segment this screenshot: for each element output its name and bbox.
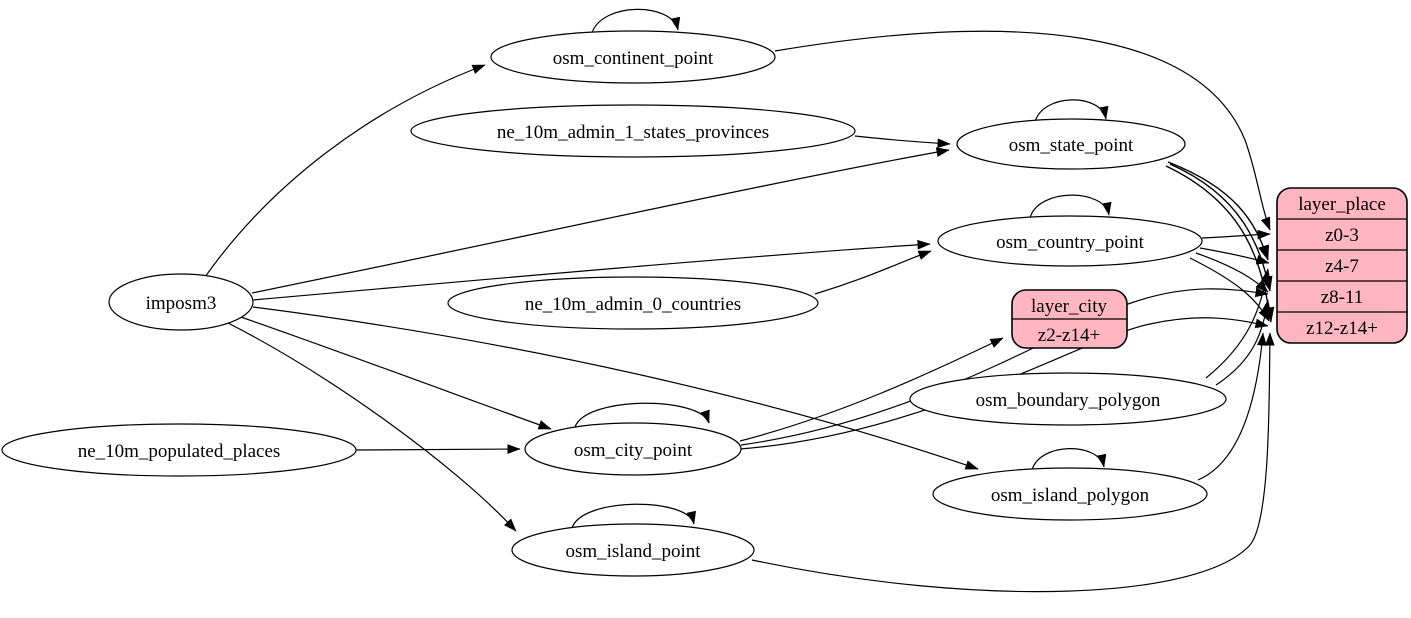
ne_populated-label: ne_10m_populated_places xyxy=(78,441,281,462)
node-imposm3: imposm3 xyxy=(108,273,254,331)
osm_island_point-label: osm_island_point xyxy=(565,541,701,562)
edge-imposm3-osm_island_polygon xyxy=(252,306,979,470)
layer_place-row-z4-7: z4-7 xyxy=(1325,256,1359,277)
selfloop-osm_island_point xyxy=(571,503,696,529)
selfloop-osm_city_point xyxy=(574,402,710,428)
node-ne_10m_admin_0_countries: ne_10m_admin_0_countries xyxy=(447,276,819,330)
osm_city_point-ellipse xyxy=(524,422,742,476)
layer_city-title: layer_city xyxy=(1031,296,1107,317)
selfloop-osm_state_point xyxy=(1034,99,1109,123)
edge-country-layer_place-z0-3 xyxy=(1201,229,1271,240)
osm_island_point-ellipse xyxy=(511,523,755,577)
osm_boundary_polygon-label: osm_boundary_polygon xyxy=(976,390,1161,411)
osm_continent_point-ellipse xyxy=(490,30,776,84)
osm_state_point-label: osm_state_point xyxy=(1009,135,1134,156)
osm_boundary_polygon-ellipse xyxy=(909,372,1227,426)
edge-ne_states-osm_state_point xyxy=(854,135,951,149)
ne_states-ellipse xyxy=(410,104,856,158)
ne_countries-ellipse xyxy=(447,276,819,330)
edge-boundary-layer_place-z4-7 xyxy=(1205,268,1271,379)
node-osm_country_point: osm_country_point xyxy=(937,215,1203,267)
layer_place-title: layer_place xyxy=(1298,194,1386,215)
imposm3-label: imposm3 xyxy=(146,293,217,314)
node-osm_boundary_polygon: osm_boundary_polygon xyxy=(909,372,1227,426)
ne_countries-label: ne_10m_admin_0_countries xyxy=(525,294,741,315)
edge-country-layer_place-z8-11 xyxy=(1195,252,1269,293)
imposm3-ellipse xyxy=(108,273,254,331)
selfloop-osm_continent_point xyxy=(591,8,681,34)
edge-ne_populated-osm_city_point xyxy=(355,444,521,454)
edge-continent-layer_place-z0-3 xyxy=(774,30,1271,231)
osm_continent_point-label: osm_continent_point xyxy=(553,48,714,69)
ne_states-label: ne_10m_admin_1_states_provinces xyxy=(497,122,769,143)
node-osm_city_point: osm_city_point xyxy=(524,422,742,476)
osm_country_point-label: osm_country_point xyxy=(996,232,1144,253)
node-layer_place: layer_place z0-3 z4-7 z8-11 z12-z14+ xyxy=(1276,187,1408,344)
osm_island_polygon-ellipse xyxy=(932,467,1208,521)
node-osm_island_polygon: osm_island_polygon xyxy=(932,467,1208,521)
edge-island_polygon-layer_place-z12-z14 xyxy=(1197,332,1267,481)
ne_populated-ellipse xyxy=(1,423,357,477)
osm_city_point-label: osm_city_point xyxy=(574,440,693,461)
edge-ne_countries-osm_country_point xyxy=(814,250,932,295)
edge-country-layer_place-z4-7 xyxy=(1199,247,1270,265)
edge-imposm3-osm_island_point xyxy=(227,322,517,532)
edge-imposm3-osm_country_point xyxy=(252,239,931,301)
layer_place-box xyxy=(1276,187,1408,344)
osm_state_point-ellipse xyxy=(956,118,1186,170)
edge-boundary-layer_place-z8-11 xyxy=(1215,299,1271,386)
node-osm_island_point: osm_island_point xyxy=(511,523,755,577)
edge-state-layer_place-z8-11 xyxy=(1169,163,1273,292)
edge-imposm3-osm_state_point xyxy=(251,147,950,294)
layer_place-row-z0-3: z0-3 xyxy=(1325,225,1359,246)
layer_place-row-z8-11: z8-11 xyxy=(1321,287,1364,308)
node-osm_state_point: osm_state_point xyxy=(956,118,1186,170)
layer_city-row-z2-z14: z2-z14+ xyxy=(1038,325,1100,346)
node-osm_continent_point: osm_continent_point xyxy=(490,30,776,84)
edge-imposm3-osm_city_point xyxy=(237,315,552,430)
edge-island_point-layer_place-z12-z14 xyxy=(751,332,1275,593)
node-layer_city: layer_city z2-z14+ xyxy=(1011,289,1128,349)
selfloop-osm_country_point xyxy=(1029,194,1112,219)
node-ne_10m_populated_places: ne_10m_populated_places xyxy=(1,423,357,477)
node-ne_10m_admin_1_states_provinces: ne_10m_admin_1_states_provinces xyxy=(410,104,856,158)
osm_country_point-ellipse xyxy=(937,215,1203,267)
edge-state-layer_place-z4-7 xyxy=(1167,161,1270,261)
edge-city-layer_city-z2-z14 xyxy=(739,337,1004,442)
edge-imposm3-osm_continent_point xyxy=(204,64,486,278)
osm_island_polygon-label: osm_island_polygon xyxy=(991,485,1150,506)
selfloop-osm_island_polygon xyxy=(1031,448,1107,471)
layer_place-row-z12-z14: z12-z14+ xyxy=(1306,318,1378,339)
